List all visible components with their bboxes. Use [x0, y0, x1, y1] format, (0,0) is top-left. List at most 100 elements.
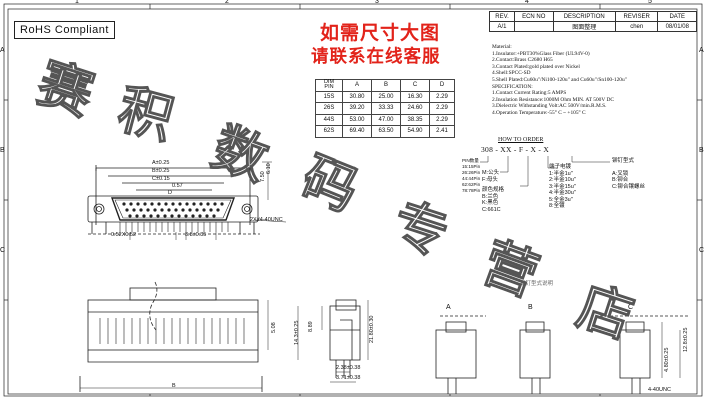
- column-mark-4: 4: [525, 0, 529, 5]
- list-item: A:叉锁: [612, 170, 629, 177]
- dim-371-label: 3.71±0.38: [336, 375, 361, 381]
- list-item: C:铆合镶螺丝: [612, 183, 646, 190]
- screw-type-views: [435, 315, 690, 394]
- row-mark-b-right: B: [699, 147, 704, 154]
- dimension-header-row: DIM PIN A B C D: [315, 79, 455, 92]
- list-item: M:公头: [482, 170, 500, 176]
- pcb-pin-row: [119, 222, 229, 232]
- dim-480-label: 4.80±0.25: [664, 347, 670, 372]
- color-list: 颜色规格 B:兰色 K:黑色 C:661C: [482, 187, 504, 213]
- list-item: 44:44Pin: [462, 176, 481, 181]
- value-cell: 30.80: [342, 90, 372, 103]
- row-mark-a-right: A: [699, 47, 704, 54]
- screw-right-label: 4-40UNC: [648, 387, 671, 393]
- dim-a-label: A±0.25: [152, 160, 170, 166]
- view-a-label: A: [446, 304, 451, 311]
- spec-line: 4.Operation Temperature:-55° C ~ +105° C: [492, 109, 586, 116]
- view-b-label: B: [528, 304, 533, 311]
- ecn-header: ECN NO: [514, 11, 554, 22]
- list-item: 26:26Pin: [462, 170, 481, 175]
- screw-left-label: 2X#4-40UNC: [250, 217, 283, 223]
- value-cell: 39.20: [342, 102, 372, 115]
- value-cell: 63.50: [371, 125, 401, 138]
- pitch-y-label: 3.8±0.35: [185, 232, 207, 238]
- corner-pin: PIN: [324, 84, 334, 91]
- row-mark-a: A: [0, 47, 5, 54]
- date-cell: 08/01/08: [657, 21, 697, 32]
- dim-d-label: D: [168, 190, 172, 196]
- table-row: 15S 30.80 25.00 16.30 2.29: [315, 90, 455, 103]
- value-cell: 2.29: [429, 90, 455, 103]
- corner-dim: DIM: [323, 79, 335, 86]
- column-mark-5: 5: [648, 0, 652, 5]
- dim-c-label: C±0.15: [152, 176, 170, 182]
- rev-cell: A/1: [488, 21, 516, 32]
- list-item: 5:全金3u": [549, 196, 573, 203]
- dim-bottom-b-label: B: [172, 383, 176, 389]
- spec-line: 1.Insulator:+PBT30%Glass Fiber (UL94V-0): [492, 50, 590, 57]
- list-item: K:黑色: [482, 200, 499, 206]
- dimension-table: DIM PIN A B C D 15S 30.80 25.00 16.30 2.…: [315, 79, 455, 138]
- value-cell: 16.30: [400, 90, 430, 103]
- dim-b-label: B±0.25: [152, 168, 170, 174]
- row-mark-c-right: C: [699, 247, 705, 254]
- pitch-x-label: 0.52X0.52: [111, 232, 137, 238]
- value-cell: 2.29: [429, 102, 455, 115]
- list-item: 8:全镀: [549, 203, 565, 209]
- pin-cell: 44S: [315, 113, 343, 126]
- spec-line: 3.Contact Plated:gold plated over Nickel: [492, 63, 580, 70]
- spec-line: 3.Dielectric Withstanding Volt:AC 500V/m…: [492, 103, 607, 110]
- screw-type-stamp: 钢钉型式说明: [520, 281, 554, 287]
- dim-889-label: 8.89: [308, 321, 314, 332]
- plating-title: 端子电镀: [549, 164, 572, 170]
- bottom-view: [79, 232, 269, 392]
- row-mark-b: B: [0, 147, 5, 154]
- gender-list: M:公头 F:母头: [482, 170, 499, 183]
- list-item: 颜色规格: [482, 187, 505, 193]
- value-cell: 2.29: [429, 113, 455, 126]
- list-item: C:661C: [482, 206, 501, 213]
- col-c-header: C: [400, 79, 430, 92]
- value-cell: 69.40: [342, 125, 372, 138]
- table-row: 26S 39.20 33.33 24.60 2.29: [315, 102, 455, 115]
- column-mark-3: 3: [375, 0, 379, 5]
- dim-218-label: 21.80±0.30: [369, 315, 375, 344]
- revision-table: REV. ECN NO DESCRIPTION REVISER DATE A/1…: [488, 11, 697, 32]
- list-item: 3:半金15u": [549, 183, 576, 190]
- value-cell: 38.35: [400, 113, 430, 126]
- value-cell: 47.00: [371, 113, 401, 126]
- list-item: 2:半金10u": [549, 177, 576, 183]
- list-item: 62:62Pin: [462, 182, 481, 187]
- banner-line-2: 请联系在线客服: [311, 47, 441, 67]
- revision-row: A/1 图面整理 chen 08/01/08: [488, 21, 697, 32]
- col-a-header: A: [342, 79, 372, 92]
- col-d-header: D: [429, 79, 455, 92]
- list-item: B:兰色: [482, 193, 499, 200]
- screw-type-list: 铆钉型式 A:叉锁 B:铆合 C:铆合镶螺丝: [612, 158, 645, 190]
- side-view: [297, 299, 369, 383]
- rohs-badge: RoHS Compliant: [14, 21, 115, 39]
- row-mark-c: C: [0, 247, 6, 254]
- value-cell: 54.90: [400, 125, 430, 138]
- table-row: 62S 69.40 63.50 54.90 2.41: [315, 125, 455, 138]
- list-item: PIN数量: [462, 158, 479, 163]
- banner-line-1: 如需尺寸大图: [320, 22, 441, 44]
- list-item: 4:半金30u": [549, 190, 576, 196]
- list-item: 15:15Pin: [462, 164, 481, 169]
- ecn-cell: [514, 21, 554, 32]
- bottom-view-pins: [99, 318, 245, 344]
- rev-header: REV.: [488, 11, 516, 22]
- column-mark-2: 2: [225, 0, 229, 5]
- spec-line: 4.Shell:SPCC-SD: [492, 70, 531, 77]
- pin-count-list: PIN数量 15:15Pin 26:26Pin 44:44Pin 62:62Pi…: [462, 158, 480, 194]
- screw-title: 铆钉型式: [612, 158, 635, 164]
- value-cell: 2.41: [429, 125, 455, 138]
- plating-list: 端子电镀 1:半金1u" 2:半金10u" 3:半金15u" 4:半金30u" …: [549, 164, 576, 210]
- value-cell: 33.33: [371, 102, 401, 115]
- dim-610-label: 6.10: [266, 163, 272, 174]
- spec-line: SPECIFICATION:: [492, 83, 533, 90]
- value-cell: 53.00: [342, 113, 372, 126]
- date-header: DATE: [657, 11, 697, 22]
